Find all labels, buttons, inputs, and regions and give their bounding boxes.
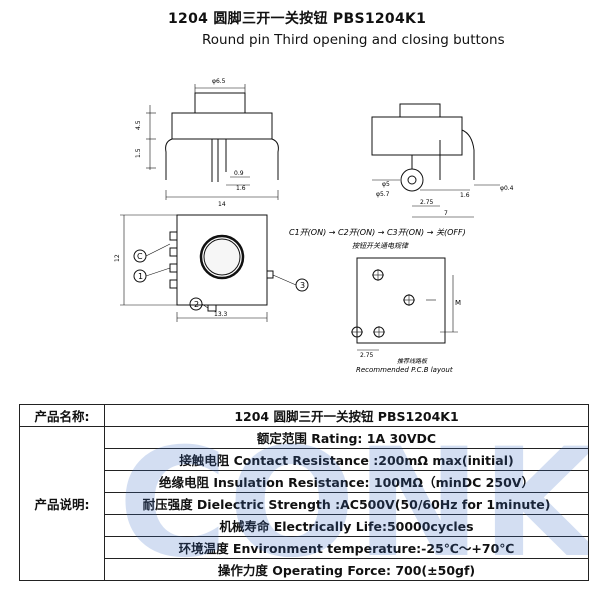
- callout-c: C: [137, 252, 143, 261]
- spec-operating-force: 操作力度 Operating Force: 700(±50gf): [104, 558, 589, 581]
- product-desc-label: 产品说明:: [19, 426, 105, 581]
- dim-12: 12: [114, 254, 121, 262]
- dim-275: 2.75: [420, 199, 434, 206]
- table-row: 接触电阻 Contact Resistance :200mΩ max(initi…: [20, 448, 589, 471]
- side-view-left: [146, 84, 279, 200]
- spec-table: 产品名称: 1204 圆脚三开一关按钮 PBS1204K1 产品说明: 额定范围…: [19, 404, 589, 581]
- top-view-left: [120, 214, 309, 322]
- table-row: 产品说明: 额定范围 Rating: 1A 30VDC: [19, 426, 589, 581]
- callout-2: 2: [194, 300, 199, 309]
- dim-133: 13.3: [214, 311, 228, 318]
- pcb-layout: [351, 257, 458, 351]
- spec-insulation-resistance: 绝缘电阻 Insulation Resistance: 100MΩ（minDC …: [104, 470, 589, 493]
- side-view-right: [371, 103, 500, 218]
- callout-3: 3: [300, 281, 305, 290]
- table-row: 耐压强度 Dielectric Strength :AC500V(50/60Hz…: [20, 492, 589, 515]
- spec-dielectric-strength: 耐压强度 Dielectric Strength :AC500V(50/60Hz…: [104, 492, 589, 515]
- technical-drawings: φ6.5 4.5 1.5 0.9 1.6 14 12 13.3: [0, 55, 611, 400]
- pcb-caption-cn: 推荐线路板: [397, 357, 428, 365]
- dim-left-2: 1.5: [135, 148, 142, 158]
- dim-16: 1.6: [236, 185, 246, 192]
- dim-09: 0.9: [234, 170, 244, 177]
- dim-275b: 2.75: [360, 352, 374, 359]
- table-row: 绝缘电阻 Insulation Resistance: 100MΩ（minDC …: [20, 470, 589, 493]
- product-name-label: 产品名称:: [19, 404, 105, 427]
- dim-14: 14: [218, 201, 226, 208]
- table-row: 操作力度 Operating Force: 700(±50gf): [20, 558, 589, 581]
- dim-left-1: 4.5: [135, 120, 142, 130]
- spec-rating: 额定范围 Rating: 1A 30VDC: [104, 426, 589, 449]
- table-row: 产品名称: 1204 圆脚三开一关按钮 PBS1204K1: [19, 404, 589, 427]
- table-row: 环境温度 Environment temperature:-25℃～+70℃: [20, 536, 589, 559]
- document-title-en: Round pin Third opening and closing butt…: [202, 32, 505, 48]
- dim-phi04: φ0.4: [500, 185, 514, 192]
- spec-environment-temperature: 环境温度 Environment temperature:-25℃～+70℃: [104, 536, 589, 559]
- dim-phi57: φ5.7: [376, 191, 390, 198]
- sequence-caption: 按钮开关通电规律: [352, 242, 409, 250]
- sequence-text: C1开(ON) → C2开(ON) → C3开(ON) → 关(OFF): [289, 228, 466, 237]
- product-name-value: 1204 圆脚三开一关按钮 PBS1204K1: [104, 404, 589, 427]
- spec-contact-resistance: 接触电阻 Contact Resistance :200mΩ max(initi…: [104, 448, 589, 471]
- pcb-caption-en: Recommended P.C.B layout: [356, 366, 453, 374]
- dim-16b: 1.6: [460, 192, 470, 199]
- dim-7: 7: [444, 210, 448, 217]
- spec-electrical-life: 机械寿命 Electrically Life:50000cycles: [104, 514, 589, 537]
- drawings-svg: φ6.5 4.5 1.5 0.9 1.6 14 12 13.3: [114, 78, 514, 374]
- document-title-cn: 1204 圆脚三开一关按钮 PBS1204K1: [168, 11, 427, 27]
- dim-phi5: φ5: [382, 181, 390, 188]
- dim-phi-top: φ6.5: [212, 78, 226, 85]
- dim-m: M: [455, 299, 461, 307]
- table-row: 机械寿命 Electrically Life:50000cycles: [20, 514, 589, 537]
- callout-1: 1: [138, 272, 143, 281]
